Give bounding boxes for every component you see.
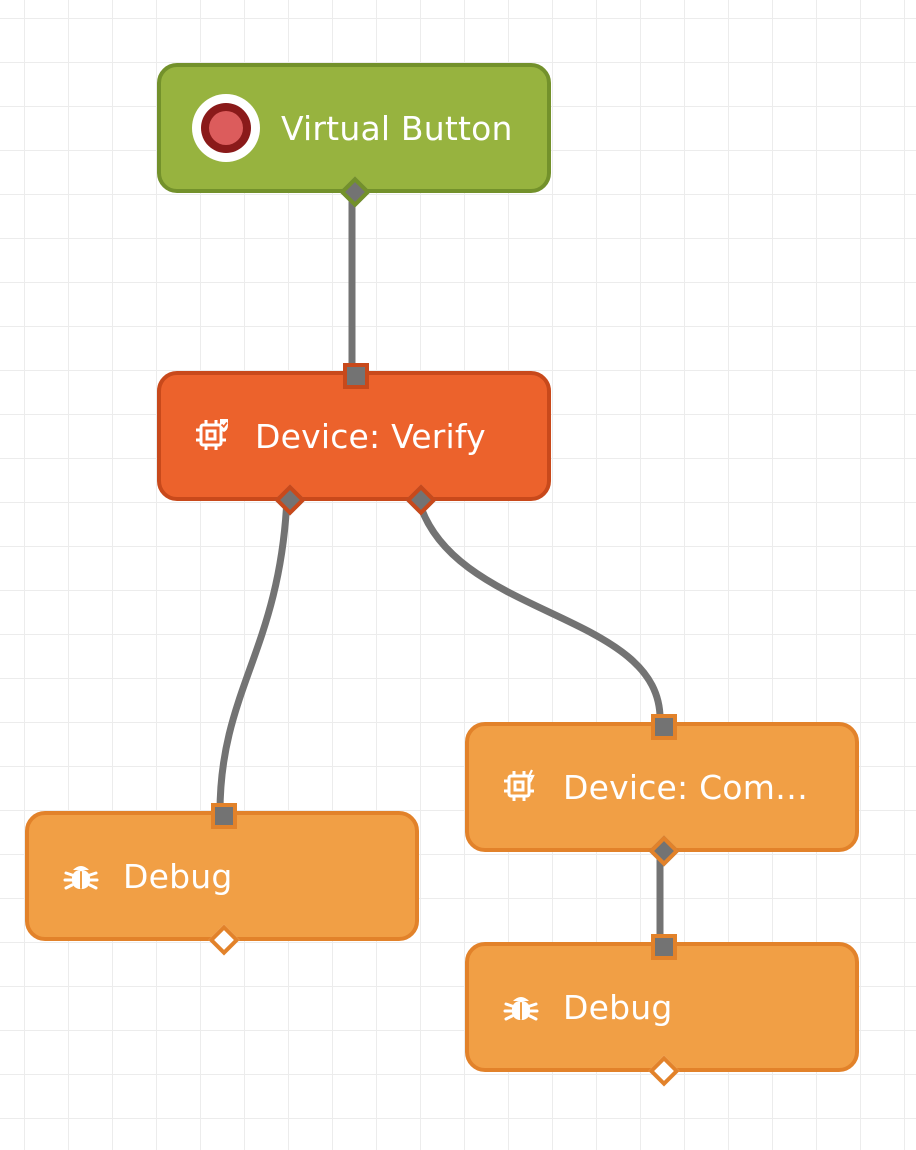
- node-virtual-button[interactable]: Virtual Button: [157, 63, 551, 208]
- node-debug-2[interactable]: Debug: [465, 934, 859, 1087]
- chip-verify-icon: [193, 416, 233, 456]
- node-label: Debug: [123, 856, 233, 896]
- bug-icon: [61, 856, 101, 896]
- record-button-icon[interactable]: [191, 93, 261, 163]
- output-port[interactable]: [405, 484, 437, 516]
- node-label: Device: Com…: [563, 767, 809, 807]
- input-port[interactable]: [651, 934, 677, 960]
- chip-command-icon: [501, 767, 541, 807]
- input-port[interactable]: [343, 363, 369, 389]
- connection-device-verify-to-device-command[interactable]: [414, 494, 664, 727]
- output-port[interactable]: [339, 176, 371, 208]
- node-label: Debug: [563, 987, 673, 1027]
- node-label: Virtual Button: [281, 108, 513, 148]
- connection-device-verify-to-debug-1[interactable]: [216, 494, 291, 816]
- node-label: Device: Verify: [255, 416, 486, 456]
- input-port[interactable]: [211, 803, 237, 829]
- output-port[interactable]: [274, 484, 306, 516]
- node-device-verify[interactable]: Device: Verify: [157, 363, 551, 516]
- bug-icon: [501, 987, 541, 1027]
- node-device-command[interactable]: Device: Com…: [465, 714, 859, 867]
- node-debug-1[interactable]: Debug: [25, 803, 419, 956]
- input-port[interactable]: [651, 714, 677, 740]
- output-port[interactable]: [648, 1055, 680, 1087]
- output-port[interactable]: [208, 924, 240, 956]
- output-port[interactable]: [648, 835, 680, 867]
